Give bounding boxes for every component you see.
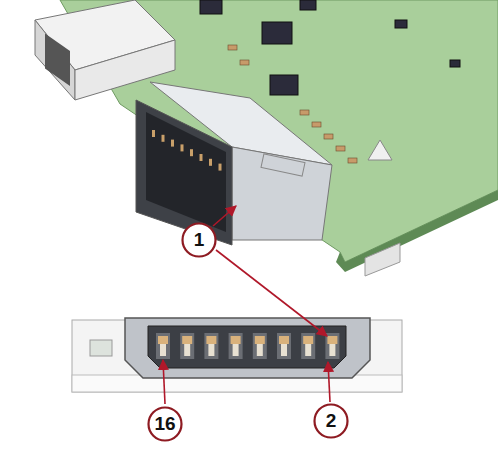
resistor-symbol [348,158,357,163]
contact-pin [162,135,165,142]
contact-slot [180,333,194,359]
contact-pin [160,344,166,356]
callout-circle: 16 [147,406,183,442]
contact-pin [171,140,174,147]
connector-front-view [72,318,402,392]
smd-components [200,0,460,95]
contact-pin [305,344,311,356]
contact-pin [152,130,155,137]
resistor-symbol [240,60,249,65]
contact-pin [255,336,265,344]
contact-pin [279,336,289,344]
contact-slot [156,333,170,359]
callout-circle: 1 [181,222,217,258]
callout-number: 1 [181,222,217,258]
contact-pin [181,144,184,151]
contact-pin [233,344,239,356]
callout-number: 2 [313,403,349,439]
contact-slot [229,333,243,359]
contact-pin [209,159,212,166]
contact-pin [231,336,241,344]
resistor-symbol [336,146,345,151]
resistor-symbol [228,45,237,50]
contact-pin [303,336,313,344]
contact-pin [208,344,214,356]
contact-pin [206,336,216,344]
contact-slot [277,333,291,359]
callout-number: 16 [147,406,183,442]
contact-pin [219,164,222,171]
contact-slot [301,333,315,359]
resistor-symbol [312,122,321,127]
contact-pin [329,344,335,356]
callout-circle: 2 [313,403,349,439]
contact-pin [281,344,287,356]
contact-pin [327,336,337,344]
contact-slot [204,333,218,359]
contact-pin [190,149,193,156]
board-connector-3d [136,82,332,245]
contact-slot [253,333,267,359]
leader-lines [163,206,330,404]
contact-pin [158,336,168,344]
contact-pin [184,344,190,356]
contact-pin [200,154,203,161]
contact-pin [182,336,192,344]
resistor-symbol [324,134,333,139]
contact-slot [325,333,339,359]
resistor-symbol [300,110,309,115]
contact-pin [257,344,263,356]
